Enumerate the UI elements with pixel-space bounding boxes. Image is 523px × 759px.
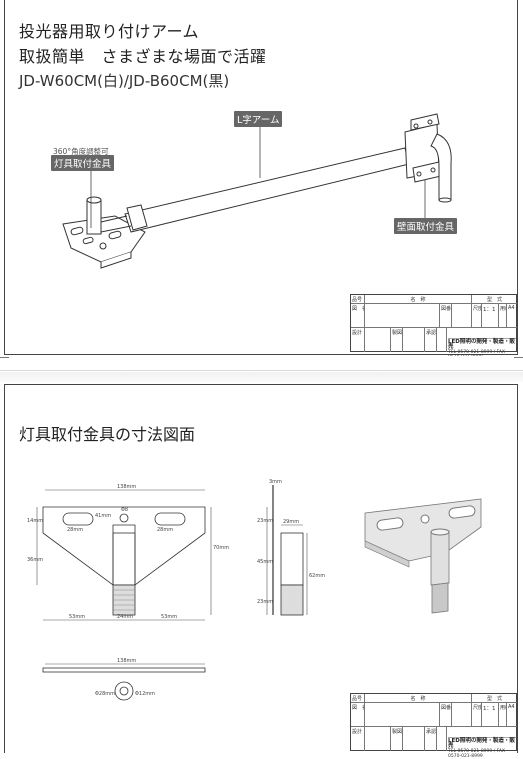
tb-scale-value: 1：1 <box>482 703 499 727</box>
arm-illustration <box>62 113 452 269</box>
dim-lower-height: 36mm <box>27 557 43 563</box>
tb-design-value <box>365 727 391 751</box>
wall-bracket-callout: 壁面取付金具 <box>394 218 458 234</box>
company-logo: LED照明の開発・製造・販売 TEL 0570-021-8999 / FAX 0… <box>447 727 517 759</box>
tb-no-label: 品号 <box>351 694 365 703</box>
title-block: 品号 名 称 型 式 図 名 図番 尺度 1：1 用紙 A4 設計 製図 承認 … <box>350 294 517 360</box>
dim-bottom-right: 53mm <box>161 614 177 620</box>
product-subtitle: 取扱簡単 さまざまな場面で活躍 <box>19 47 267 66</box>
tb-approve-value <box>437 328 447 352</box>
tb-design-label: 設計 <box>351 328 365 352</box>
tb-draw-label: 製図 <box>391 727 403 751</box>
fixture-bracket-callout: 灯具取付金具 <box>51 155 115 171</box>
dim-bottom-left: 53mm <box>69 614 85 620</box>
tb-drawing-no-label: 図番 <box>440 703 452 727</box>
page-edge-tick <box>0 357 9 358</box>
tb-drawing-no-value <box>452 304 472 328</box>
tb-size-label: 用紙 <box>499 703 507 727</box>
product-title: 投光器用取り付けアーム <box>19 22 200 41</box>
dim-circle-left: Φ28mm <box>95 691 115 697</box>
tb-approve-value <box>437 727 447 751</box>
arm-callout: L字アーム <box>234 111 283 127</box>
tb-type-label: 型 式 <box>472 295 517 304</box>
page-separator <box>0 356 523 383</box>
dim-total-height: 70mm <box>213 545 229 551</box>
company-logo: LED照明の開発・製造・販売 TEL 0570-021-8999 / FAX 0… <box>447 328 517 360</box>
dim-slot-height: 14mm <box>27 518 43 524</box>
company-slogan: LED照明の開発・製造・販売 <box>448 738 515 749</box>
dim-side-total: 62mm <box>309 573 325 579</box>
tb-draw-label: 製図 <box>391 328 403 352</box>
dim-thickness: 3mm <box>269 479 282 485</box>
tb-size-label: 用紙 <box>499 304 507 328</box>
tb-approve-label: 承認 <box>425 328 437 352</box>
company-logo-mark <box>448 329 516 339</box>
dim-slot-left: 28mm <box>67 527 83 533</box>
rotation-note: 360°角度調整可 <box>53 147 109 156</box>
tb-design-label: 設計 <box>351 727 365 751</box>
tb-drawing-label: 図 名 <box>351 304 365 328</box>
overview-sheet: 投光器用取り付けアーム 取扱簡単 さまざまな場面で活躍 JD-W60CM(白)/… <box>4 0 518 360</box>
dim-side-top: 23mm <box>257 518 273 524</box>
tb-name-label: 名 称 <box>365 295 472 304</box>
dim-side-bottom: 23mm <box>257 599 273 605</box>
tb-name-label: 名 称 <box>365 694 472 703</box>
dimension-sheet-title: 灯具取付金具の寸法図面 <box>19 425 196 444</box>
tb-scale-value: 1：1 <box>482 304 499 328</box>
title-block: 品号 名 称 型 式 図 名 図番 尺度 1：1 用紙 A4 設計 製図 承認 … <box>350 693 517 759</box>
dim-side-width: 29mm <box>283 519 299 525</box>
dim-slot-right: 28mm <box>157 527 173 533</box>
dim-circle-right: Φ12mm <box>135 691 155 697</box>
tb-drawing-value <box>365 304 440 328</box>
tb-draw-value <box>403 328 425 352</box>
tb-drawing-value <box>365 703 440 727</box>
tb-approve-label: 承認 <box>425 727 437 751</box>
dim-bottom-width: 138mm <box>117 658 136 664</box>
dim-bottom-mid: 24mm <box>117 614 133 620</box>
tb-type-label: 型 式 <box>472 694 517 703</box>
dim-width-top: 138mm <box>117 484 136 490</box>
page-edge-tick <box>514 357 523 358</box>
dim-center-hole: Φ8 <box>121 507 128 513</box>
tb-no-label: 品号 <box>351 295 365 304</box>
company-contact: TEL 0570-021-8999 / FAX 0570-021-8999 <box>448 749 505 759</box>
tb-scale-label: 尺度 <box>472 703 482 727</box>
tb-scale-label: 尺度 <box>472 304 482 328</box>
tb-drawing-label: 図 名 <box>351 703 365 727</box>
company-slogan: LED照明の開発・製造・販売 <box>448 339 515 350</box>
company-logo-mark <box>448 728 516 738</box>
tb-size-value: A4 <box>507 304 517 328</box>
tb-draw-value <box>403 727 425 751</box>
tb-size-value: A4 <box>507 703 517 727</box>
dimension-drawing: 138mm 41mm Φ8 28mm 28mm 14mm 36mm 70mm 5… <box>27 479 482 701</box>
tb-design-value <box>365 328 391 352</box>
dimension-sheet: 灯具取付金具の寸法図面 138mm 41mm Φ8 28mm 28mm 14mm… <box>4 384 518 759</box>
tb-drawing-no-label: 図番 <box>440 304 452 328</box>
dim-side-mid: 45mm <box>257 559 273 565</box>
tb-drawing-no-value <box>452 703 472 727</box>
model-number: JD-W60CM(白)/JD-B60CM(黒) <box>19 72 230 90</box>
dim-hole-spacing: 41mm <box>95 513 111 519</box>
